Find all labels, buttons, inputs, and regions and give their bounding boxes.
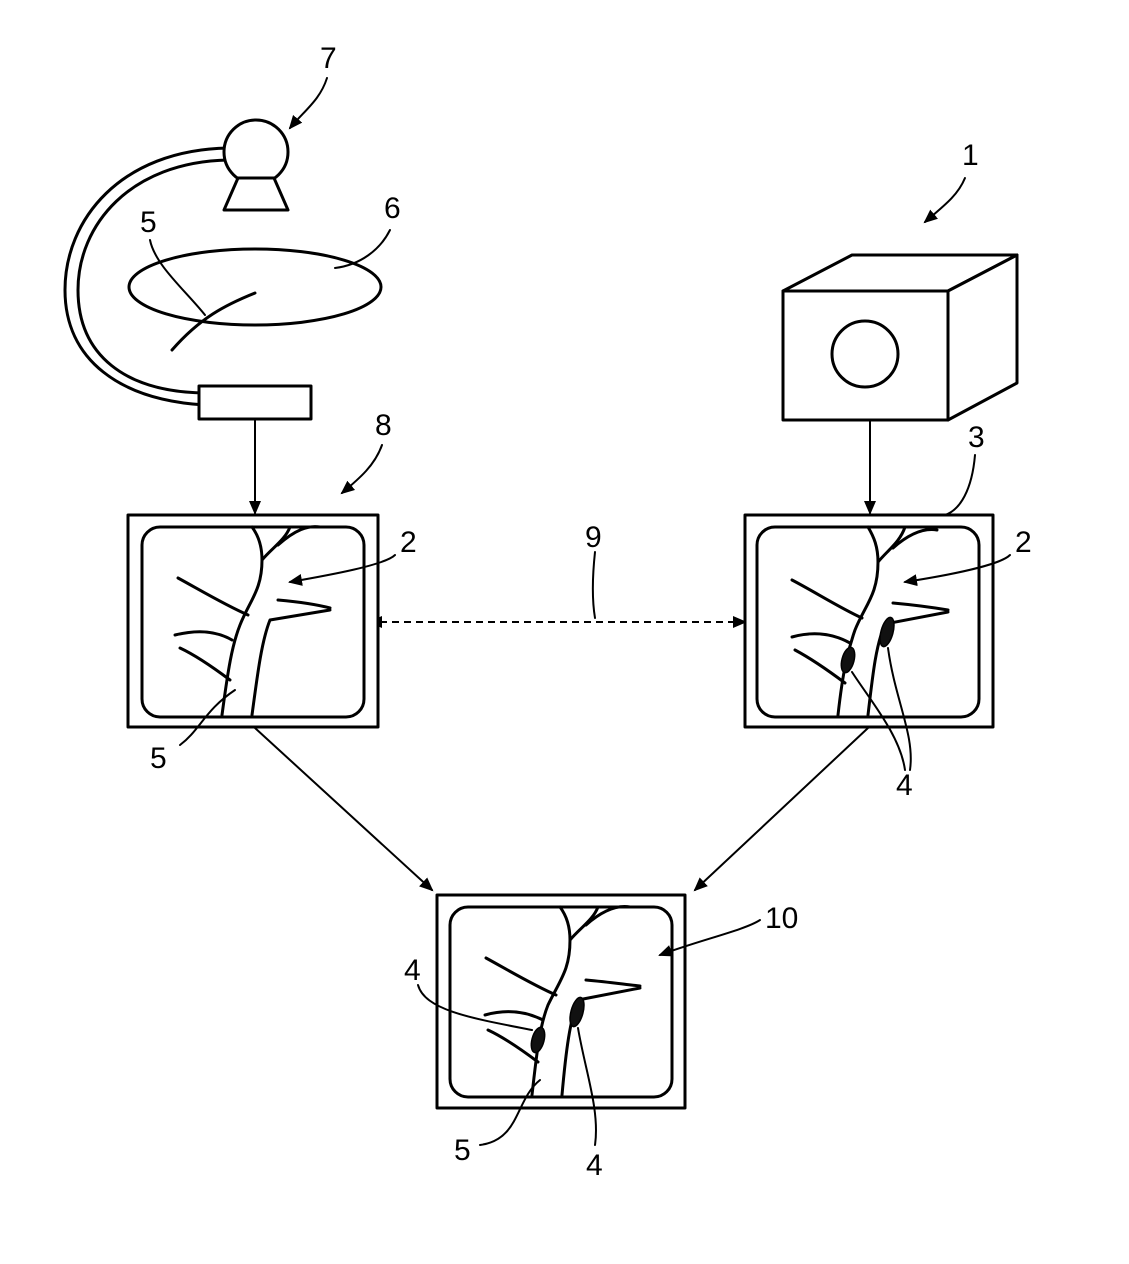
leader-4-fusion-a: [417, 984, 533, 1031]
patient-table: [127, 247, 383, 327]
x-ray-source-base: [222, 176, 290, 212]
reference-labels: 7 1 5 6 8 3 2 9 2 5 4 10 4 5 4: [140, 42, 1032, 1182]
monitor-left: [126, 513, 380, 729]
monitor-fusion-screen: [448, 905, 674, 1099]
imaging-device: [781, 253, 1019, 422]
leader-4-fusion-b: [577, 1027, 597, 1146]
ref-7: 7: [320, 42, 337, 75]
leader-4-right-b: [887, 647, 912, 771]
leader-lines: [149, 77, 1011, 1146]
ref-4-fusion-left: 4: [404, 954, 421, 987]
leader-5-left: [179, 689, 236, 746]
x-ray-detector: [197, 384, 313, 421]
ref-5-top: 5: [140, 206, 157, 239]
leader-6: [334, 229, 391, 269]
ref-9: 9: [585, 521, 602, 554]
ref-5-left: 5: [150, 742, 167, 775]
leader-2-right: [903, 554, 1011, 587]
c-arm-outer: [63, 146, 230, 407]
ref-5-bottom: 5: [454, 1134, 471, 1167]
leader-1: [923, 177, 966, 224]
leader-5-top: [149, 239, 206, 316]
ref-4-right: 4: [896, 769, 913, 802]
cube-lens: [830, 319, 900, 389]
ref-3: 3: [968, 421, 985, 454]
monitor-fusion: [435, 893, 687, 1110]
x-ray-source: [222, 118, 290, 186]
leader-2-left: [288, 554, 396, 586]
ref-2-left: 2: [400, 526, 417, 559]
ref-1: 1: [962, 139, 979, 172]
c-arm-inner: [76, 158, 230, 395]
leader-3: [944, 454, 976, 516]
monitor-right: [743, 513, 995, 729]
marker-blob-right-b: [879, 616, 895, 648]
arrow-right-to-fusion: [693, 727, 869, 892]
ref-6: 6: [384, 192, 401, 225]
leader-5-bottom: [479, 1079, 541, 1146]
c-arm-device: [63, 118, 383, 421]
arrow-left-to-fusion: [254, 727, 434, 892]
marker-blob-fusion-b: [569, 996, 585, 1028]
leader-10: [658, 919, 761, 957]
vessel-tree-left: [173, 525, 332, 717]
ref-8: 8: [375, 409, 392, 442]
leader-9: [591, 551, 596, 619]
marker-blob-fusion-a: [530, 1026, 546, 1054]
leader-4-right-a: [851, 671, 906, 771]
monitor-right-screen: [755, 525, 981, 719]
ref-2-right: 2: [1015, 526, 1032, 559]
leader-7: [288, 77, 328, 130]
marker-blob-right-a: [840, 646, 856, 674]
catheter: [170, 291, 257, 352]
leader-8: [340, 444, 383, 495]
monitor-left-screen: [140, 525, 366, 719]
ref-10: 10: [765, 902, 798, 935]
ref-4-fusion-right: 4: [586, 1149, 603, 1182]
